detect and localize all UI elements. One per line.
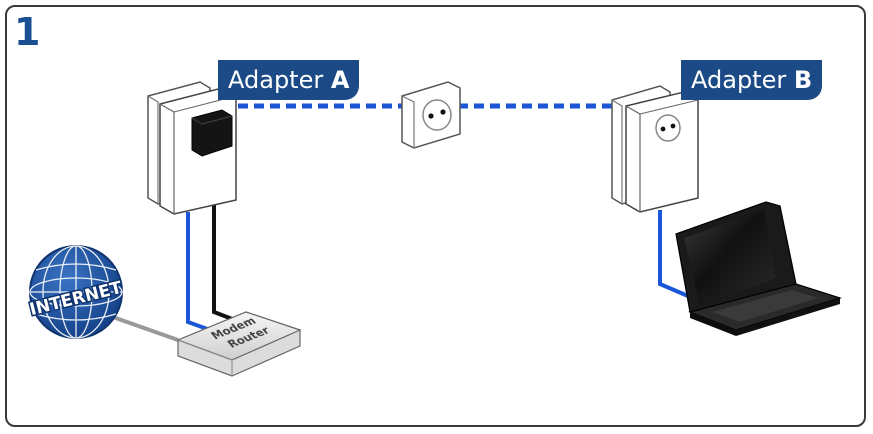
adapter-b-label-letter: B [793,66,813,94]
adapter-a-label-letter: A [330,66,350,94]
step-number: 1 [14,10,41,54]
adapter-b-label-prefix: Adapter [691,66,794,94]
laptop [675,201,843,336]
adapter-a-label-prefix: Adapter [228,66,331,94]
adapter-a-label: Adapter A [218,60,360,100]
modem-router: Modem Router [176,311,302,377]
power-plug [191,109,233,157]
internet-globe: INTERNET [26,245,126,339]
adapter-b-label: Adapter B [681,60,823,100]
adapter-b-cable [658,210,689,298]
wall-outlet-center [401,81,461,149]
internet-cable [109,314,179,342]
adapter-a-cable-blue [186,212,211,332]
adapter-b [625,91,699,213]
adapter-a [159,87,237,215]
